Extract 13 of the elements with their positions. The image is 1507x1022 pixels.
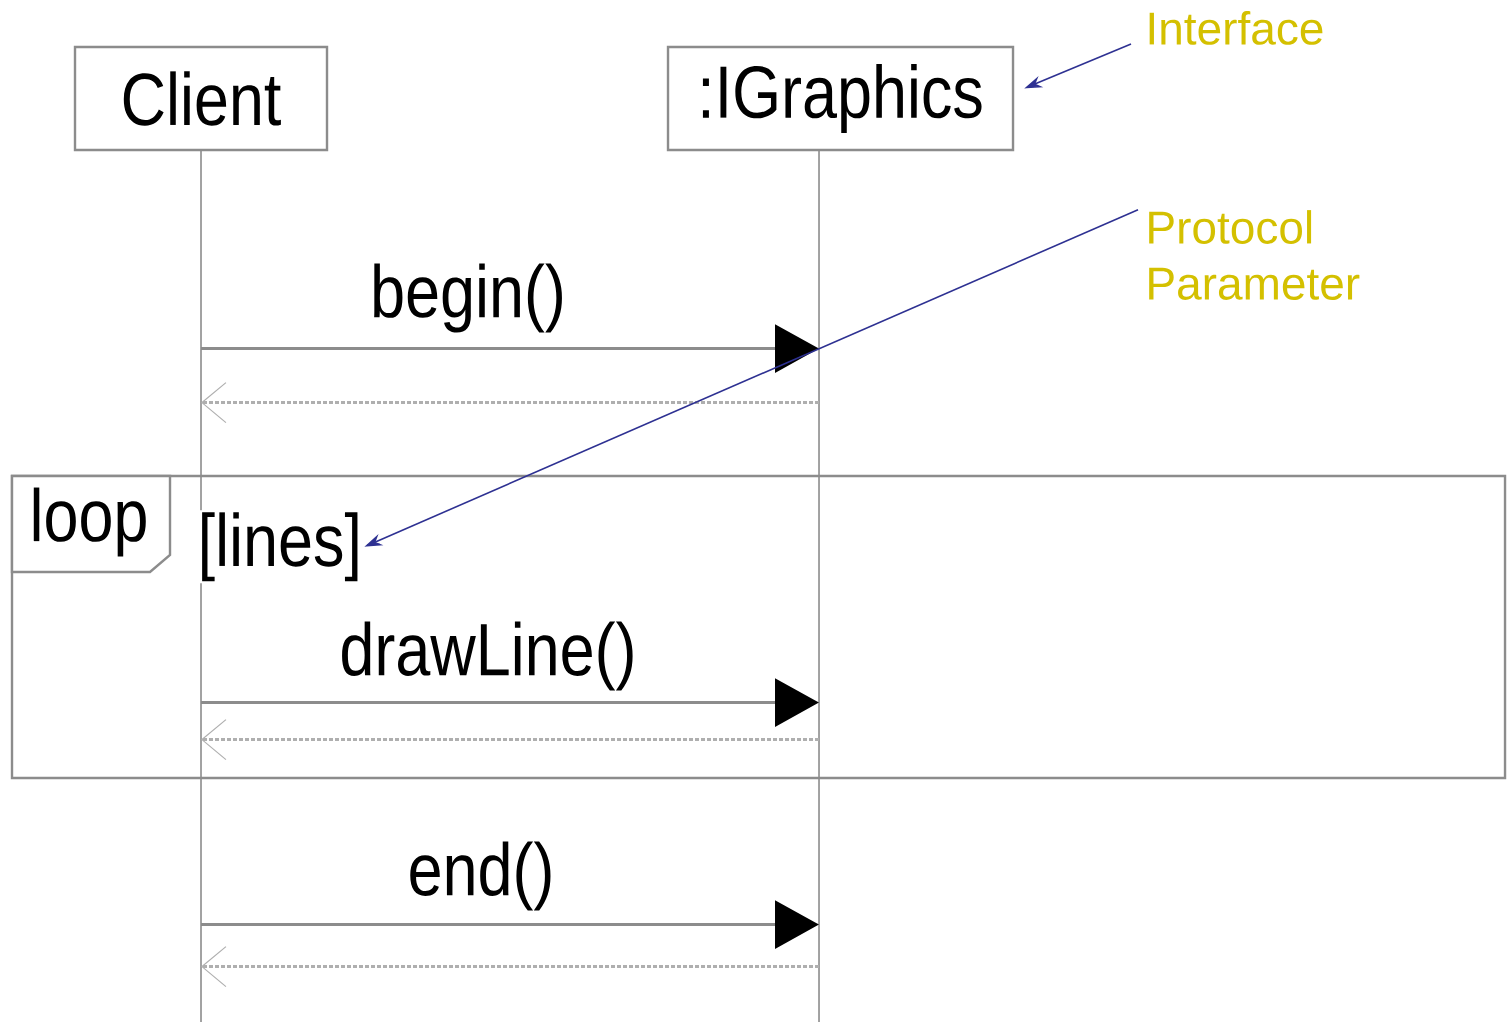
return-arrow	[201, 719, 819, 761]
return-arrow	[201, 382, 819, 424]
guard-text: [lines]	[195, 510, 364, 584]
lifeline	[200, 150, 202, 1022]
annotation-text: Interface	[1149, 11, 1323, 45]
annotation-text: Protocol Parameter	[1149, 210, 1360, 300]
message-label: begin()	[374, 263, 562, 333]
return-arrow	[201, 946, 819, 988]
lifeline-head-box: :IGraphics	[666, 45, 1015, 152]
message-label: drawLine()	[342, 621, 633, 691]
lifeline	[818, 150, 820, 1022]
lifeline-head-box: Client	[73, 45, 329, 152]
message-label: end()	[410, 841, 551, 911]
